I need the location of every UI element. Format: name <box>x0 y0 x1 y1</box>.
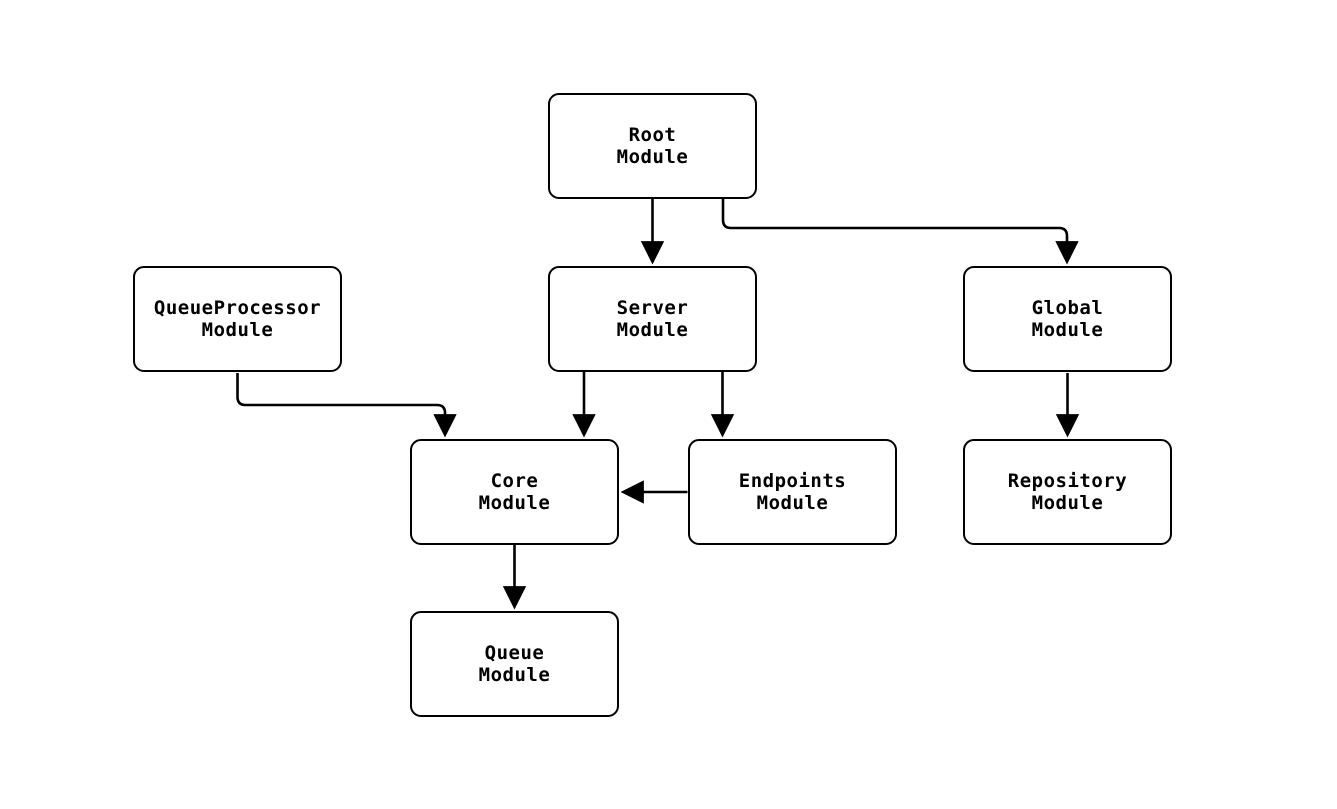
node-server-module: Server Module <box>548 266 757 372</box>
node-repository-module: Repository Module <box>963 439 1172 545</box>
node-queue-module: Queue Module <box>410 611 619 717</box>
node-endpoints-module: Endpoints Module <box>688 439 897 545</box>
node-root-module: Root Module <box>548 93 757 199</box>
node-core-module: Core Module <box>410 439 619 545</box>
node-global-module: Global Module <box>963 266 1172 372</box>
edge-queueprocessor-to-core <box>236 373 457 438</box>
node-queueprocessor-module: QueueProcessor Module <box>133 266 342 372</box>
edge-root-to-global <box>721 199 1079 265</box>
